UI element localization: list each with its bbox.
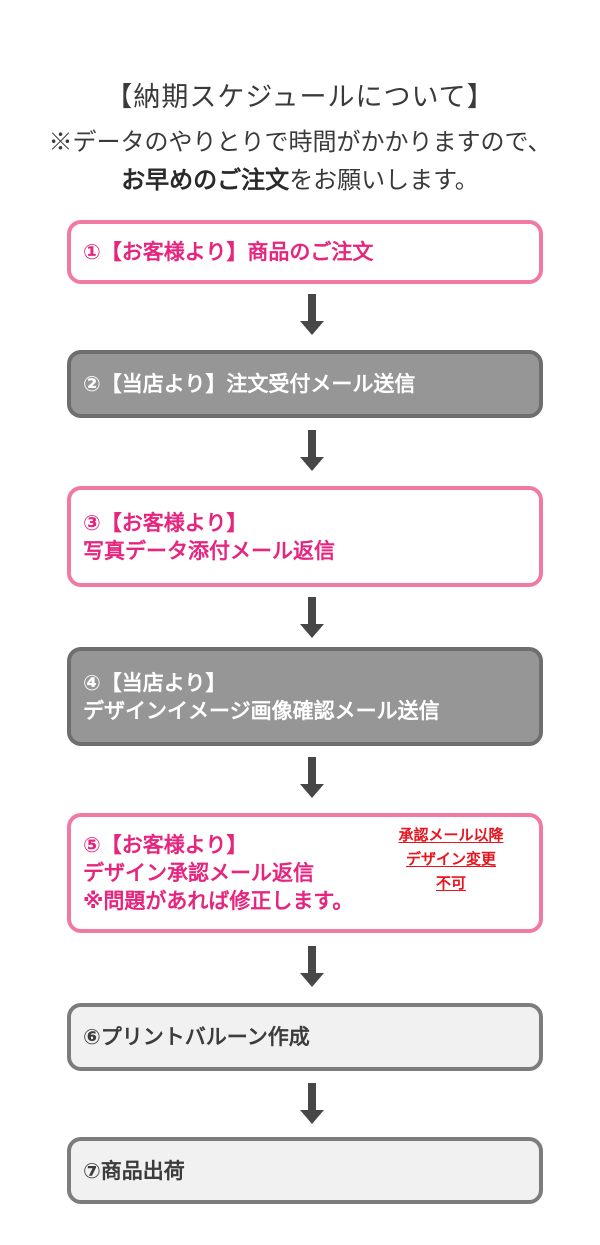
approval-warning-note: 承認メール以降 デザイン変更 不可: [377, 823, 525, 895]
step-6-text: ⑥プリントバルーン作成: [83, 1025, 310, 1049]
heading-request-emphasis: お早めのご注文: [121, 165, 290, 194]
step-5-text: デザイン承認メール返信: [83, 861, 314, 885]
heading-request-rest: をお願いします。: [289, 166, 479, 194]
step-2-order-confirmation: ②【当店より】注文受付メール送信: [67, 350, 543, 418]
step-3-photo-data-reply: ③【お客様より】 写真データ添付メール返信: [67, 486, 543, 587]
step-4-design-preview: ④【当店より】 デザインイメージ画像確認メール送信: [67, 647, 543, 746]
step-5-remark: ※問題があれば修正します。: [83, 889, 354, 913]
step-1-order: ①【お客様より】商品のご注文: [67, 220, 543, 284]
warning-line-2: デザイン変更: [405, 850, 496, 868]
heading-notice: ※データのやりとりで時間がかかりますので、: [48, 128, 552, 156]
step-5-design-approval: ⑤【お客様より】 デザイン承認メール返信 ※問題があれば修正します。 承認メール…: [67, 813, 543, 933]
step-5-actor: ⑤【お客様より】: [83, 833, 248, 857]
step-4-text: デザインイメージ画像確認メール送信: [83, 698, 440, 723]
step-7-shipping: ⑦商品出荷: [67, 1137, 543, 1204]
warning-line-1: 承認メール以降: [398, 826, 504, 844]
heading-title: 【納期スケジュールについて】: [105, 82, 495, 113]
step-3-actor: ③【お客様より】: [83, 510, 248, 535]
step-6-production: ⑥プリントバルーン作成: [67, 1003, 543, 1071]
warning-line-3: 不可: [435, 874, 466, 892]
step-3-text: 写真データ添付メール返信: [83, 538, 335, 563]
heading-request: お早めのご注文をお願いします。: [0, 160, 600, 195]
step-7-text: ⑦商品出荷: [83, 1158, 185, 1183]
step-4-actor: ④【当店より】: [83, 670, 227, 695]
step-2-text: ②【当店より】注文受付メール送信: [83, 372, 416, 396]
step-1-text: ①【お客様より】商品のご注文: [83, 240, 374, 264]
